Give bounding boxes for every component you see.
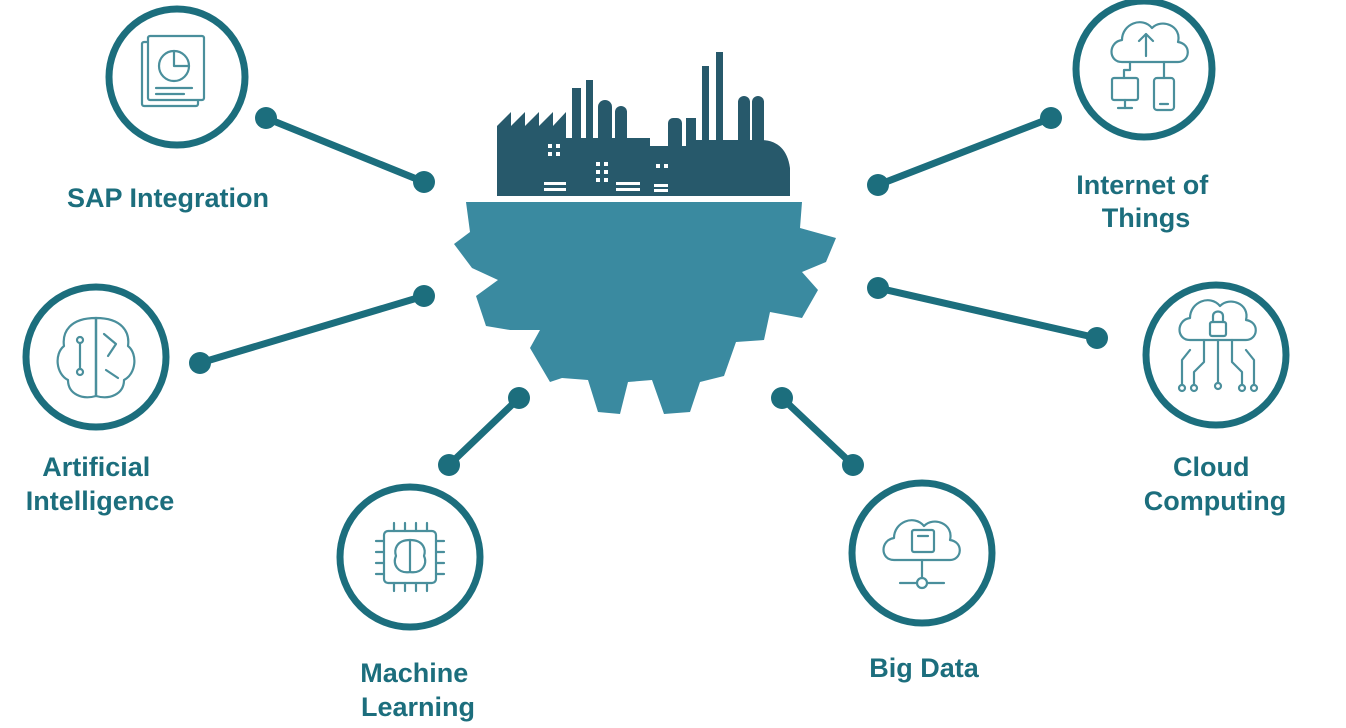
label-sap: SAP Integration [67,183,269,213]
ground-line [492,196,792,201]
label-ml: Machine Learning [360,658,476,722]
connector-iot [874,114,1055,189]
gear-factory-icon [454,52,836,414]
report-document-icon [140,34,206,108]
label-bigdata: Big Data [869,653,980,683]
connector-dots [189,107,1108,476]
connector-sap [262,114,428,186]
cloud-lock-network-icon [1177,299,1259,393]
gear-shape [454,202,836,414]
ring-iot [1072,0,1216,141]
ring-cloud [1142,281,1290,429]
connector-cloud [874,284,1101,342]
connector-ai [196,292,428,367]
factory-skyline [497,52,790,196]
brain-circuit-icon [56,316,136,399]
node-labels: SAP Integration Artificial Intelligence … [26,170,1287,722]
cloud-database-icon [882,519,961,590]
factory-windows [544,144,668,192]
connectors [196,114,1101,469]
label-iot: Internet of Things [1076,170,1216,233]
cloud-devices-icon [1110,21,1189,112]
connector-bigdata [778,394,857,469]
label-cloud: Cloud Computing [1144,452,1286,516]
brain-chip-icon [374,521,446,593]
label-ai: Artificial Intelligence [26,452,175,516]
connector-ml [445,394,523,469]
